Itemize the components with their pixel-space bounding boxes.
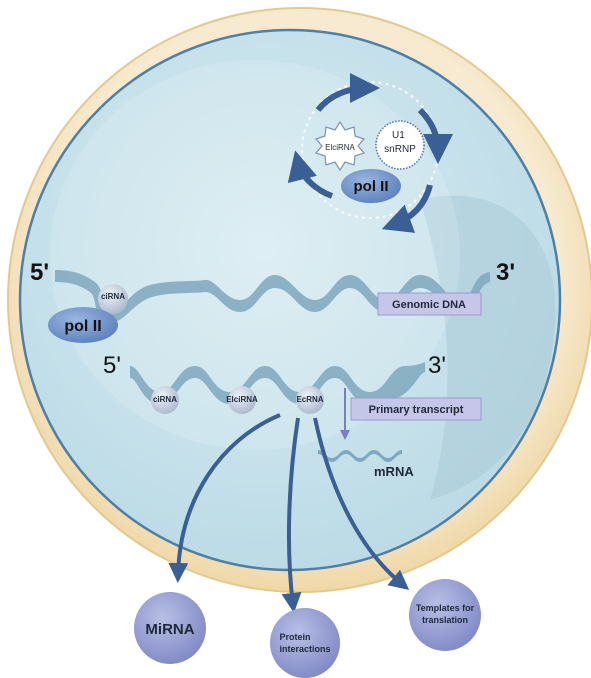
templates-label-line1: Templates for [416,603,475,613]
elcirna-complex-label: ElciRNA [325,143,355,152]
u1-snrnp-circle [375,120,425,170]
transcript-cirna-bead [151,386,179,414]
protein-label-line2: interactions [279,644,330,654]
transcript-cirna-label: ciRNA [153,395,177,404]
genomic-pol-ii-label: pol II [64,318,101,335]
cycle-arrow-top [315,73,380,112]
top-complex: ElciRNA U1 snRNP pol II [287,73,453,233]
primary-transcript: 5' 3' ciRNA ElciRNA EcRNA Primary transc… [103,352,482,479]
transcript-elcirna-label: ElciRNA [226,395,258,404]
genomic-cirna-label: ciRNA [101,292,125,301]
elcirna-complex-circle [314,120,366,172]
top-pol-ii-label: pol II [354,178,389,195]
templates-translation-circle [409,579,481,651]
snrnp-label: snRNP [384,144,416,155]
mirna-label: MiRNA [145,621,194,638]
top-pol-ii-blob [341,169,401,203]
mrna-label: mRNA [374,464,414,479]
transcript-ecrna-label: EcRNA [296,395,323,404]
genomic-dna-label-box [377,292,482,316]
primary-transcript-strand [130,362,425,404]
genomic-pol-ii-blob [48,307,118,343]
cycle-arrow-right [417,107,453,164]
arrow-to-protein [281,417,302,613]
mrna-strand [318,450,402,462]
templates-label-line2: translation [422,615,468,625]
genomic-three-prime: 3' [496,259,515,286]
protein-label-line1: Protein [279,632,310,642]
genomic-dna-label: Genomic DNA [392,299,466,311]
u1-label: U1 [392,130,405,141]
outcome-arrows [168,413,410,613]
genomic-dna: 5' 3' ciRNA pol II Genomic DNA [30,259,515,343]
nucleus-shade [420,195,556,500]
protein-interactions-circle [270,608,340,678]
genomic-cirna-bead [98,284,128,314]
mirna-circle [134,592,206,664]
transcript-five-prime: 5' [103,352,121,379]
arrow-to-templates [313,417,410,591]
transcript-three-prime: 3' [428,352,446,379]
cycle-arrow-bottom [381,184,433,233]
transcript-ecrna-bead [296,386,324,414]
nucleus-highlight [50,60,460,450]
primary-transcript-label: Primary transcript [369,404,464,416]
primary-transcript-label-box [350,397,482,421]
transcript-elcirna-bead [228,386,256,414]
arrow-to-mirna [168,413,281,583]
cycle-arrow-left [287,150,334,199]
outcomes: MiRNA Protein interactions Templates for… [134,579,481,678]
genomic-five-prime: 5' [30,259,49,286]
